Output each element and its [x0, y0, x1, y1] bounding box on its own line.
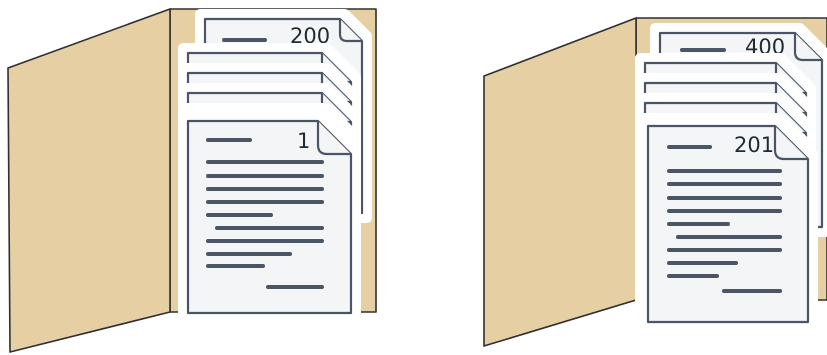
text-line-placeholder: [206, 174, 324, 178]
folder-front-cover: [8, 9, 170, 352]
text-line-placeholder: [667, 196, 782, 200]
folder-front-cover: [484, 18, 636, 346]
text-line-placeholder: [667, 222, 730, 226]
front-page: 1: [183, 116, 356, 318]
text-line-placeholder: [667, 248, 782, 252]
front-page-number: 201: [734, 133, 774, 157]
text-line-placeholder: [667, 261, 738, 265]
text-line-placeholder: [206, 239, 324, 243]
text-line-placeholder: [206, 187, 324, 191]
text-line-placeholder: [667, 274, 719, 278]
folder-2: 400 201: [484, 18, 827, 346]
text-line-placeholder: [215, 226, 324, 230]
text-line-placeholder: [266, 285, 324, 289]
text-line-placeholder: [222, 38, 267, 42]
text-line-placeholder: [206, 160, 324, 164]
text-line-placeholder: [722, 289, 782, 293]
text-line-placeholder: [676, 235, 782, 239]
text-line-placeholder: [206, 200, 324, 204]
text-line-placeholder: [667, 145, 712, 149]
text-line-placeholder: [206, 264, 265, 268]
text-line-placeholder: [206, 252, 292, 256]
front-page-number: 1: [297, 129, 310, 153]
text-line-placeholder: [667, 169, 782, 173]
front-page: 201: [643, 121, 813, 327]
text-line-placeholder: [680, 48, 726, 52]
text-line-placeholder: [667, 182, 782, 186]
text-line-placeholder: [206, 213, 273, 217]
text-line-placeholder: [206, 138, 252, 142]
text-line-placeholder: [667, 209, 782, 213]
folder-1: 200 1: [8, 9, 376, 352]
